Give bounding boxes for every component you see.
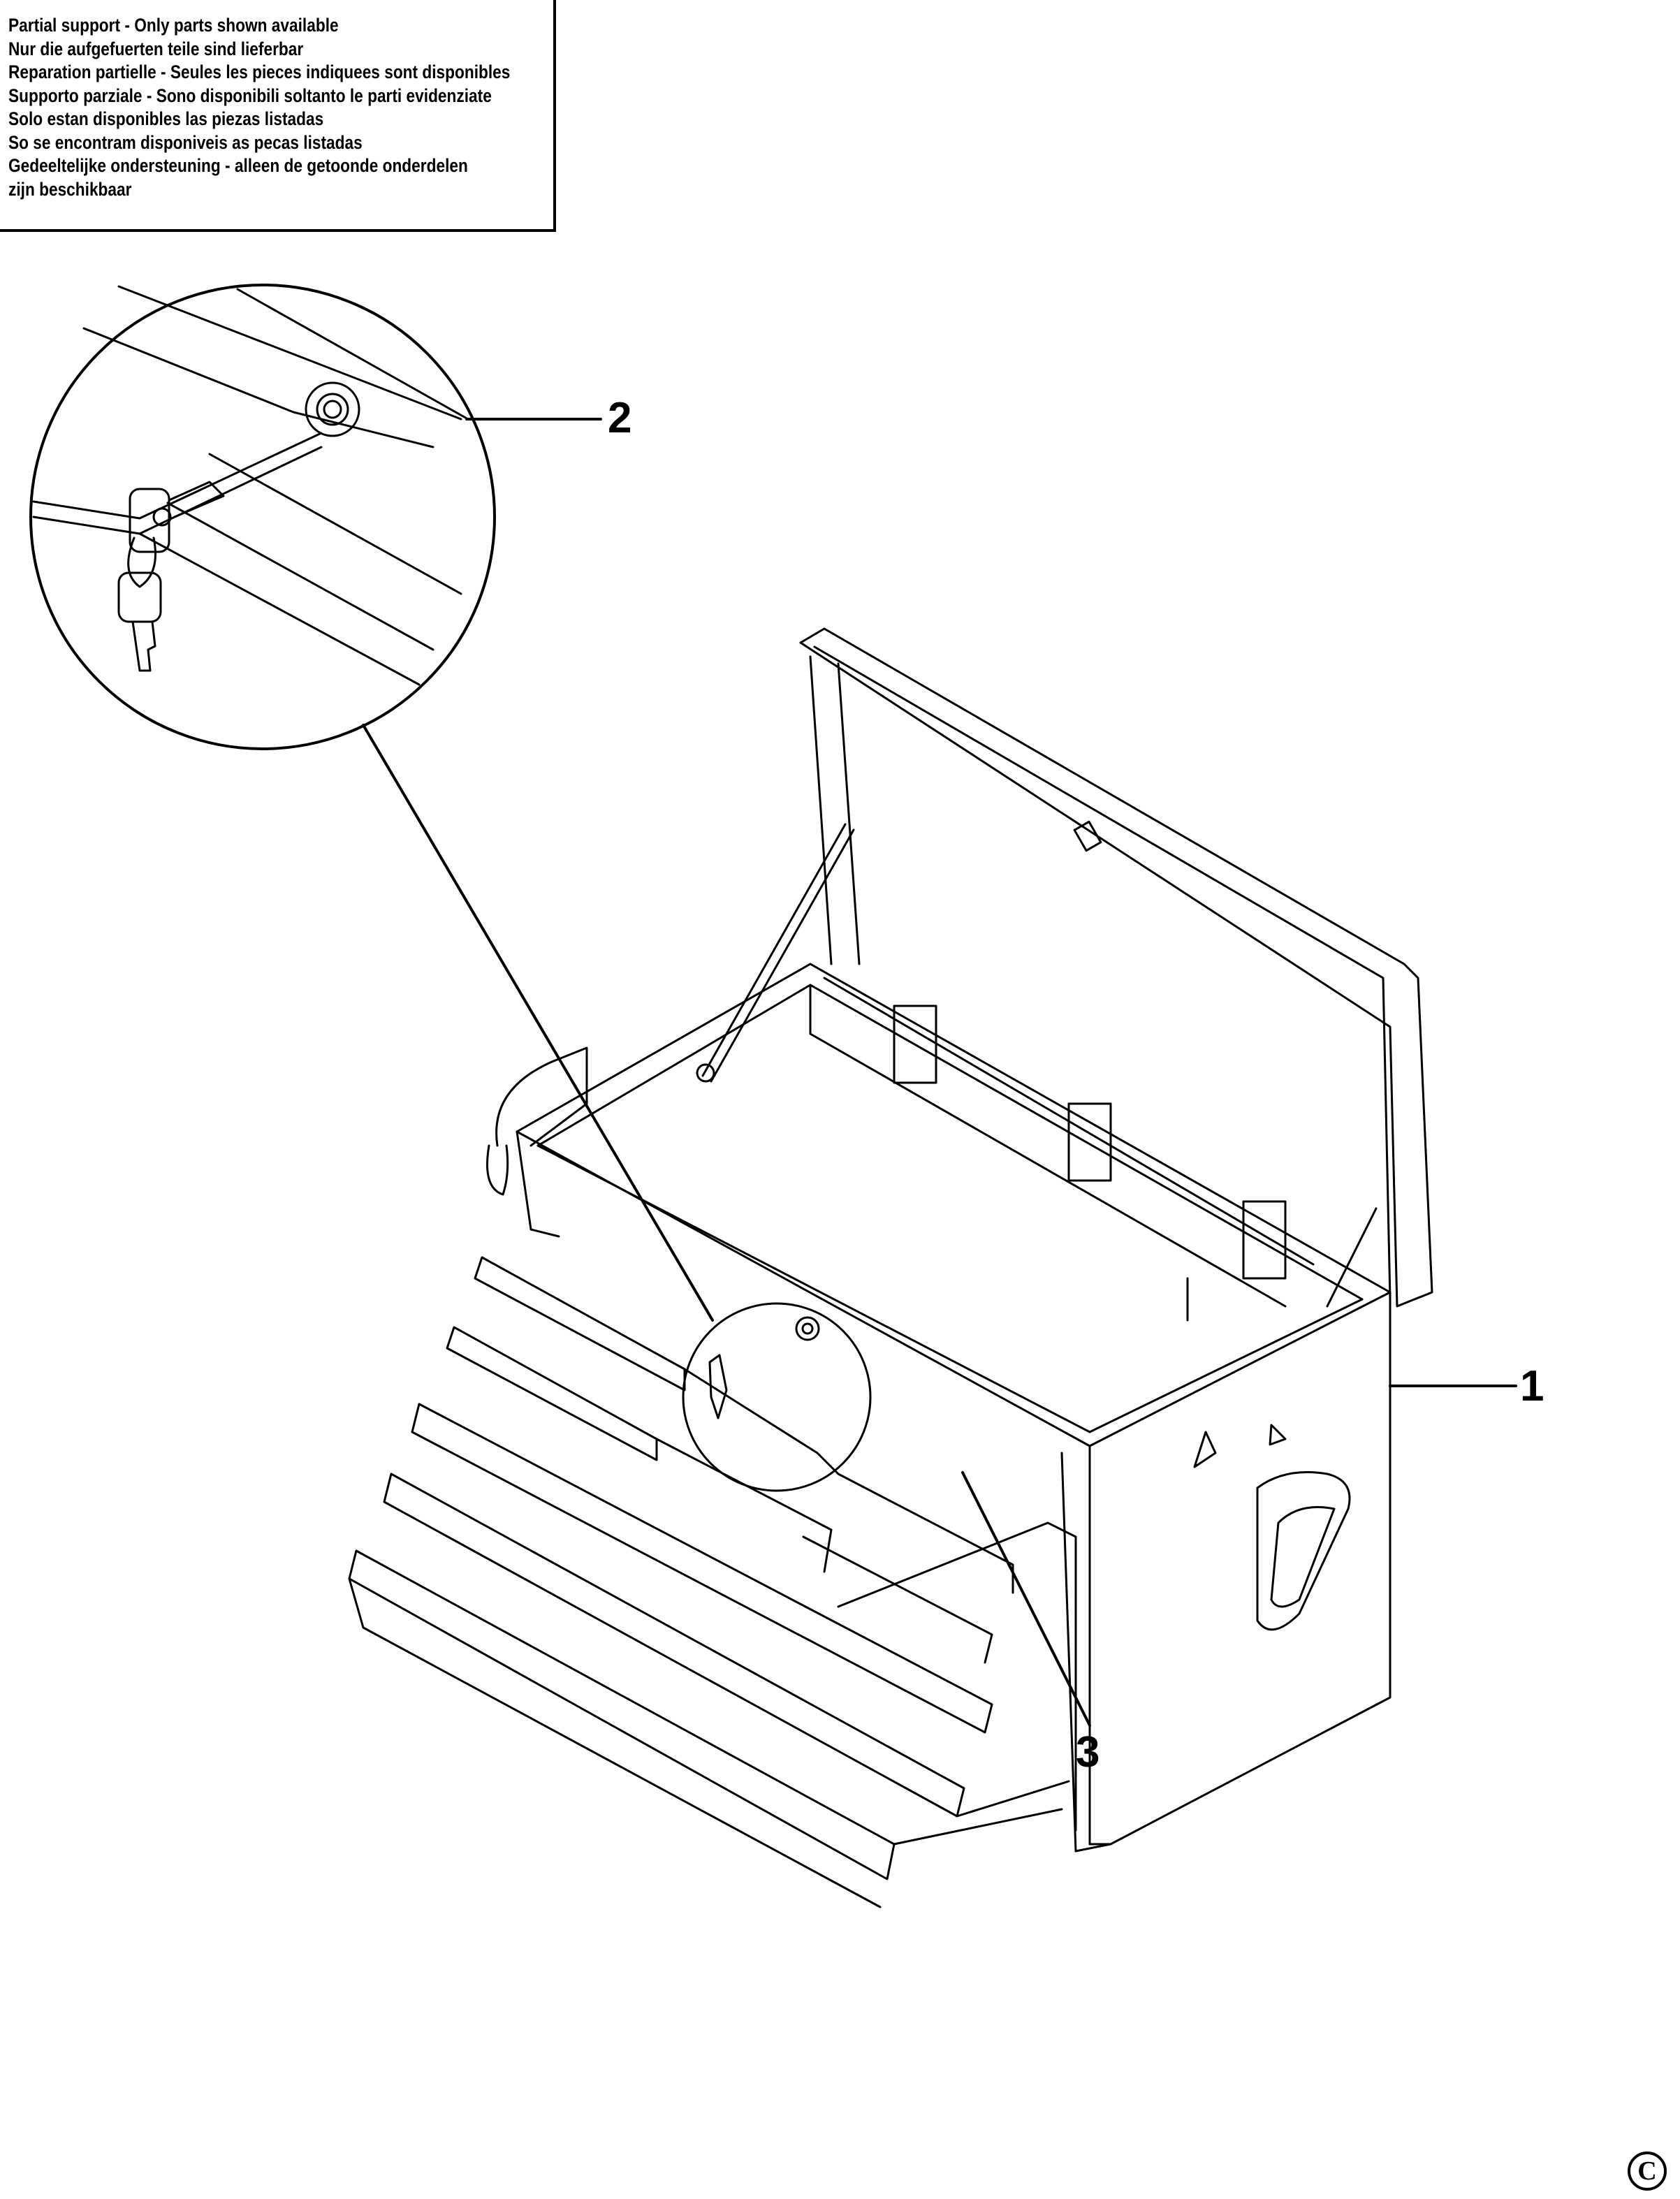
right-handle [1256, 1471, 1351, 1631]
notice-line: So se encontram disponiveis as pecas lis… [8, 131, 363, 153]
drawer-3 [411, 1403, 993, 1734]
notice-line: zijn beschikbaar [8, 178, 132, 200]
left-handle [486, 1046, 588, 1196]
drawer-2 [446, 1326, 658, 1461]
leader-lines [362, 418, 1517, 1727]
leader-line-detail [362, 724, 714, 1322]
lock-icon [795, 1316, 820, 1341]
callout-2: 2 [608, 394, 632, 442]
lock-detail-circle [682, 1302, 872, 1492]
notice-line: Supporto parziale - Sono disponibili sol… [8, 85, 492, 106]
detail-circle [29, 284, 496, 750]
notice-line: Nur die aufgefuerten teile sind lieferba… [8, 38, 304, 59]
copyright-symbol: C [1628, 2151, 1667, 2191]
callout-3: 3 [1076, 1728, 1100, 1776]
partial-support-notice: Partial support - Only parts shown avail… [0, 0, 556, 232]
notice-line: Solo estan disponibles las piezas listad… [8, 108, 324, 129]
tool-chest [348, 627, 1433, 1908]
callout-1: 1 [1520, 1362, 1544, 1410]
chest-body [516, 1130, 1392, 1853]
drawer-1 [474, 1256, 686, 1391]
detail-magnifier [29, 284, 496, 750]
lock-icon [305, 381, 360, 437]
notice-line: Reparation partielle - Seules les pieces… [8, 61, 511, 82]
notice-line: Partial support - Only parts shown avail… [8, 15, 339, 36]
chest-top-opening [516, 963, 1392, 1447]
key-icon [117, 481, 225, 672]
detail-content [32, 285, 469, 686]
chest-lid [696, 627, 1433, 1308]
key-icon [708, 1354, 728, 1419]
drawers [348, 1256, 1077, 1908]
notice-line: Gedeeltelijke ondersteuning - alleen de … [8, 155, 468, 176]
leader-line-3 [961, 1471, 1091, 1727]
drawer-5 [348, 1549, 896, 1880]
